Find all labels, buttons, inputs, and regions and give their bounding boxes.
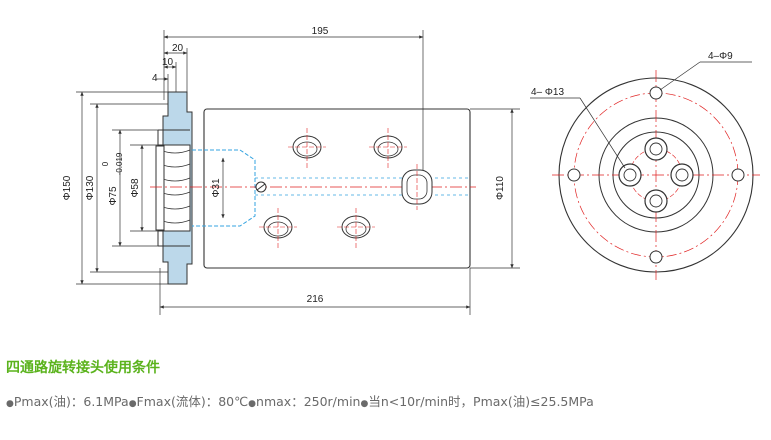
port-lower-left bbox=[259, 208, 297, 248]
dim-phi75: Φ75 bbox=[108, 186, 119, 206]
port-end bbox=[401, 164, 433, 210]
mount-hole-bottom bbox=[649, 250, 663, 264]
dim-tol-upper: 0 bbox=[101, 161, 110, 166]
callout-port-holes: 4– Φ13 bbox=[531, 87, 564, 98]
dim-195: 195 bbox=[312, 26, 329, 37]
mount-hole-left bbox=[567, 168, 581, 182]
bullet-icon: ● bbox=[6, 399, 14, 409]
dim-phi110: Φ110 bbox=[495, 176, 506, 200]
dim-4: 4 bbox=[152, 73, 158, 84]
bullet-icon: ● bbox=[248, 399, 257, 409]
set-screw-slot bbox=[256, 183, 266, 191]
leader-mount-holes bbox=[659, 61, 701, 91]
dim-tol-lower: -0.019 bbox=[115, 152, 124, 175]
bullet-icon: ● bbox=[128, 399, 137, 409]
port-lower-right bbox=[337, 208, 375, 248]
dim-phi130: Φ130 bbox=[85, 175, 96, 200]
specs-line: ●Pmax(油)：6.1MPa●Fmax(流体)：80℃●nmax：250r/m… bbox=[6, 391, 594, 410]
spec-fmax: Fmax(流体)：80℃ bbox=[136, 394, 249, 409]
dim-phi58: Φ58 bbox=[130, 178, 141, 198]
spigot-block bbox=[155, 145, 165, 231]
specs-title: 四通路旋转接头使用条件 bbox=[6, 360, 160, 376]
spec-nmax: nmax：250r/min bbox=[256, 394, 361, 409]
spec-low-speed: 当n<10r/min时，Pmax(油)≤25.5MPa bbox=[368, 394, 594, 409]
dim-10: 10 bbox=[162, 57, 174, 68]
dim-216: 216 bbox=[307, 294, 324, 305]
front-port-right bbox=[670, 163, 694, 187]
front-port-left bbox=[618, 163, 642, 187]
port-upper-left bbox=[288, 128, 326, 168]
side-view: 195 20 10 4 216 Φ150 Φ130 Φ75 0 -0.019 bbox=[62, 26, 520, 315]
front-port-bottom bbox=[644, 189, 668, 213]
dim-phi150: Φ150 bbox=[62, 175, 73, 200]
technical-drawing: 195 20 10 4 216 Φ150 Φ130 Φ75 0 -0.019 bbox=[62, 26, 760, 315]
dim-20: 20 bbox=[172, 43, 184, 54]
front-port-top bbox=[644, 137, 668, 161]
bullet-icon: ● bbox=[360, 399, 369, 409]
hidden-shaft bbox=[192, 149, 256, 227]
port-upper-right bbox=[369, 128, 407, 168]
mount-hole-right bbox=[731, 168, 745, 182]
mount-hole-top bbox=[649, 86, 663, 100]
dim-phi31: Φ31 bbox=[211, 178, 222, 198]
callout-mount-holes: 4–Φ9 bbox=[708, 51, 733, 62]
spec-pmax: Pmax(油)：6.1MPa bbox=[13, 394, 129, 409]
front-view: 4–Φ9 4– Φ13 bbox=[530, 51, 760, 280]
leader-port-holes bbox=[579, 97, 626, 169]
